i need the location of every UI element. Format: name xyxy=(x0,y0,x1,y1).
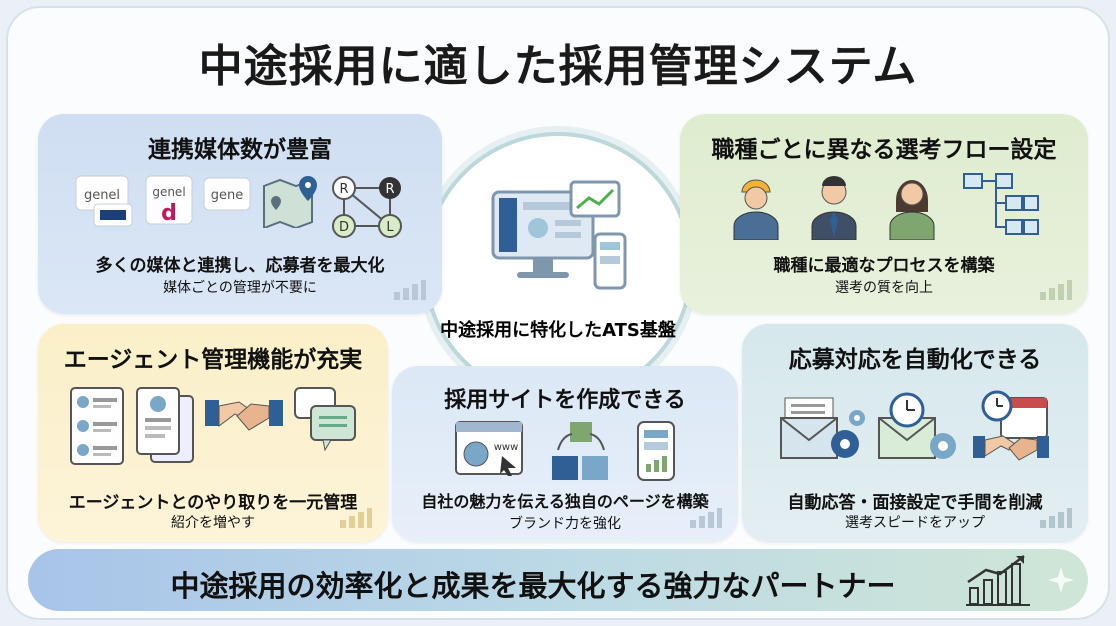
panel-media-integration: 連携媒体数が豊富 genel genel d gene xyxy=(38,114,442,314)
bar-chart-icon xyxy=(1040,280,1072,300)
chat-bubbles-icon xyxy=(294,387,356,452)
growth-chart-icon xyxy=(966,555,1030,606)
page-title: 中途採用に適した採用管理システム xyxy=(198,41,918,92)
logo-text-1: genel xyxy=(84,188,120,203)
envelope-gear-icon xyxy=(780,397,865,459)
monitor-dashboard-icon xyxy=(491,180,627,290)
web-browser-icon: www xyxy=(455,421,523,476)
businessman-icon xyxy=(811,176,857,240)
logo-text-2: genel xyxy=(152,185,185,199)
panel-sub-text: 媒体ごとの管理が不要に xyxy=(163,280,317,296)
center-circle: 中途採用に特化したATS基盤 xyxy=(423,132,693,402)
svg-text:D: D xyxy=(339,220,349,235)
network-nodes-icon: R R D L xyxy=(332,176,402,238)
panel-main-text: 職種に最適なプロセスを構築 xyxy=(773,256,995,276)
banner-text: 中途採用の効率化と成果を最大化する強力なパートナー xyxy=(170,569,896,603)
puzzle-pieces-icon xyxy=(552,422,608,480)
businesswoman-icon xyxy=(889,180,935,240)
center-label: 中途採用に特化したATS基盤 xyxy=(440,320,676,341)
logo-text-3: gene xyxy=(211,188,244,203)
panel-heading: エージェント管理機能が充実 xyxy=(63,347,363,373)
panel-sub-text: 選考スピードをアップ xyxy=(845,515,985,531)
panel-heading: 応募対応を自動化できる xyxy=(788,347,1042,373)
panel-sub-text: ブランド力を強化 xyxy=(509,516,621,532)
panel-main-text: 自動応答・面接設定で手間を削減 xyxy=(787,493,1043,513)
panel-sub-text: 紹介を増やす xyxy=(171,515,255,531)
sparkle-icon xyxy=(1048,567,1074,593)
resume-profiles-icon xyxy=(136,387,194,463)
smartphone-chart-icon xyxy=(637,421,675,481)
flowchart-icon xyxy=(963,173,1039,235)
panel-sub-text: 選考の質を向上 xyxy=(835,280,933,296)
panel-main-text: エージェントとのやり取りを一元管理 xyxy=(68,493,358,513)
media-logos: genel genel d gene xyxy=(38,174,442,240)
panel-main-text: 多くの媒体と連携し、応募者を最大化 xyxy=(95,256,385,276)
bottom-banner: 中途採用の効率化と成果を最大化する強力なパートナー xyxy=(28,549,1088,611)
bar-chart-icon xyxy=(690,508,722,528)
panel-recruit-site: 採用サイトを作成できる www 自社の魅力を伝える独自のページを構築 ブランド力… xyxy=(392,366,738,542)
automation-icons xyxy=(742,388,1088,468)
agent-icons xyxy=(38,386,388,466)
svg-text:R: R xyxy=(385,182,394,197)
bar-chart-icon xyxy=(340,508,372,528)
map-pin-icon xyxy=(263,176,317,228)
media-logo-icon: gene xyxy=(203,177,251,211)
svg-text:R: R xyxy=(339,182,348,197)
panel-selection-flow: 職種ごとに異なる選考フロー設定 xyxy=(680,114,1088,314)
job-role-icons xyxy=(680,170,1088,240)
bar-chart-icon xyxy=(394,280,426,300)
panel-automation: 応募対応を自動化できる 自動応答・面接設定で手間を削減 xyxy=(742,324,1088,542)
panel-heading: 職種ごとに異なる選考フロー設定 xyxy=(711,137,1057,163)
panel-heading: 採用サイトを作成できる xyxy=(444,388,686,413)
media-logo-icon: genel xyxy=(75,175,133,227)
calendar-handshake-icon xyxy=(973,390,1049,461)
panel-agent-management: エージェント管理機能が充実 エージェントとのやり取りを一元管理 紹介を増やす xyxy=(38,324,388,542)
construction-worker-icon xyxy=(733,179,779,240)
media-logo-icon: genel d xyxy=(145,175,193,226)
handshake-icon xyxy=(205,400,283,431)
contact-list-icon xyxy=(70,387,124,465)
panel-heading: 連携媒体数が豊富 xyxy=(148,137,332,163)
svg-text:d: d xyxy=(161,201,177,226)
www-text: www xyxy=(494,442,519,453)
bar-chart-icon xyxy=(1040,508,1072,528)
svg-text:L: L xyxy=(386,220,394,235)
site-icons: www xyxy=(392,420,738,482)
envelope-clock-icon xyxy=(878,392,956,459)
panel-main-text: 自社の魅力を伝える独自のページを構築 xyxy=(421,492,709,511)
